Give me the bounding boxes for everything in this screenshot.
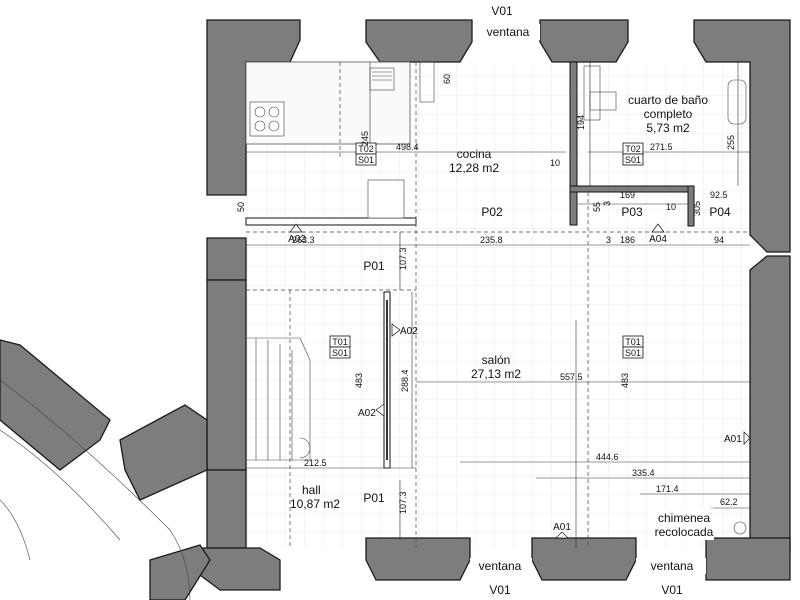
svg-text:T02: T02 [358,144,374,154]
exterior-walls [0,19,791,600]
window-bottom-right-code: V01 [661,583,683,597]
dim-271-5: 271.5 [650,142,673,152]
kitchen-counters [245,61,435,219]
dim-169: 169 [620,190,635,200]
room-salon-area: 27,13 m2 [471,367,521,381]
svg-text:T02: T02 [625,144,641,154]
tag-salon: T01 S01 [622,335,644,359]
stairs [246,337,311,461]
svg-text:A04: A04 [649,234,667,245]
svg-text:A01: A01 [553,522,571,533]
dim-245: 245 [360,131,370,146]
elevation-a02-low: A02 [358,403,385,419]
dim-107-3a: 107.3 [398,247,408,270]
dim-305: 305 [692,201,702,216]
dimension-lines [246,62,750,548]
dim-94: 94 [714,235,724,245]
dim-186: 186 [620,235,635,245]
svg-text:S01: S01 [332,348,348,358]
dim-107-3b: 107.3 [398,491,408,514]
room-salon-name: salón [482,353,511,367]
dim-62-2: 62.2 [720,497,738,507]
interior-walls [245,61,695,469]
elevation-a01-right: A01 [724,431,751,445]
room-bano-name2: completo [644,107,693,121]
dim-483b: 483 [620,373,630,388]
dim-557-5: 557.5 [560,372,583,382]
dim-10b: 10 [666,202,676,212]
door-p01-top: P01 [363,259,385,273]
dim-255: 255 [726,135,736,150]
dim-212-5: 212.5 [304,458,327,468]
window-bottom-left-code: V01 [489,583,511,597]
door-p03: P03 [621,205,643,219]
dimension-labels: 60 245 498.4 194 10 271.5 255 169 3 55 1… [236,74,738,514]
room-hall-area: 10,87 m2 [290,497,340,511]
dim-483a: 483 [354,373,364,388]
dashed-lines [246,62,750,548]
dim-263-3: 263.3 [292,235,315,245]
window-bottom-left-label: ventana [479,559,522,573]
svg-text:S01: S01 [625,155,641,165]
dim-235-8: 235.8 [480,235,503,245]
exterior-arcs [0,379,191,600]
dim-10a: 10 [550,158,560,168]
dim-50: 50 [236,202,246,212]
dim-288-4: 288.4 [400,369,410,392]
elevation-a02-mid: A02 [391,323,418,337]
dim-3b: 3 [606,235,611,245]
elevation-a04: A04 [649,223,667,245]
room-chimenea-name2: recolocada [655,525,714,539]
elevation-a01-bottom: A01 [553,522,571,539]
door-p02: P02 [481,205,503,219]
dim-498-4: 498.4 [396,142,419,152]
door-p04: P04 [709,205,731,219]
tag-hall: T01 S01 [329,335,351,359]
room-cocina-area: 12,28 m2 [449,161,499,175]
dim-92-5: 92.5 [710,190,728,200]
tag-kitchen: T02 S01 [355,142,377,166]
elevation-a02-left: A02 [288,223,306,245]
room-cocina-name: cocina [457,147,492,161]
window-bottom-right-label: ventana [651,559,694,573]
svg-text:A01: A01 [724,434,742,445]
svg-text:S01: S01 [358,155,374,165]
svg-text:A02: A02 [358,408,376,419]
svg-text:T01: T01 [625,337,641,347]
dim-444-6: 444.6 [596,452,619,462]
dim-55: 55 [592,202,602,212]
room-chimenea-name: chimenea [658,511,710,525]
door-p01-bottom: P01 [363,491,385,505]
room-hall-name: hall [302,483,321,497]
dim-335-4: 335.4 [632,468,655,478]
dim-194: 194 [576,115,586,130]
window-top-code: V01 [491,4,513,18]
svg-text:A02: A02 [288,234,306,245]
dim-3a: 3 [602,201,612,206]
room-bano-name: cuarto de baño [628,93,708,107]
tag-bath: T02 S01 [622,142,644,166]
dim-60: 60 [442,74,452,84]
room-bano-area: 5,73 m2 [646,121,690,135]
svg-text:A02: A02 [400,326,418,337]
svg-text:T01: T01 [332,337,348,347]
dim-171-4: 171.4 [656,484,679,494]
svg-text:S01: S01 [625,348,641,358]
window-top-label: ventana [487,25,530,39]
